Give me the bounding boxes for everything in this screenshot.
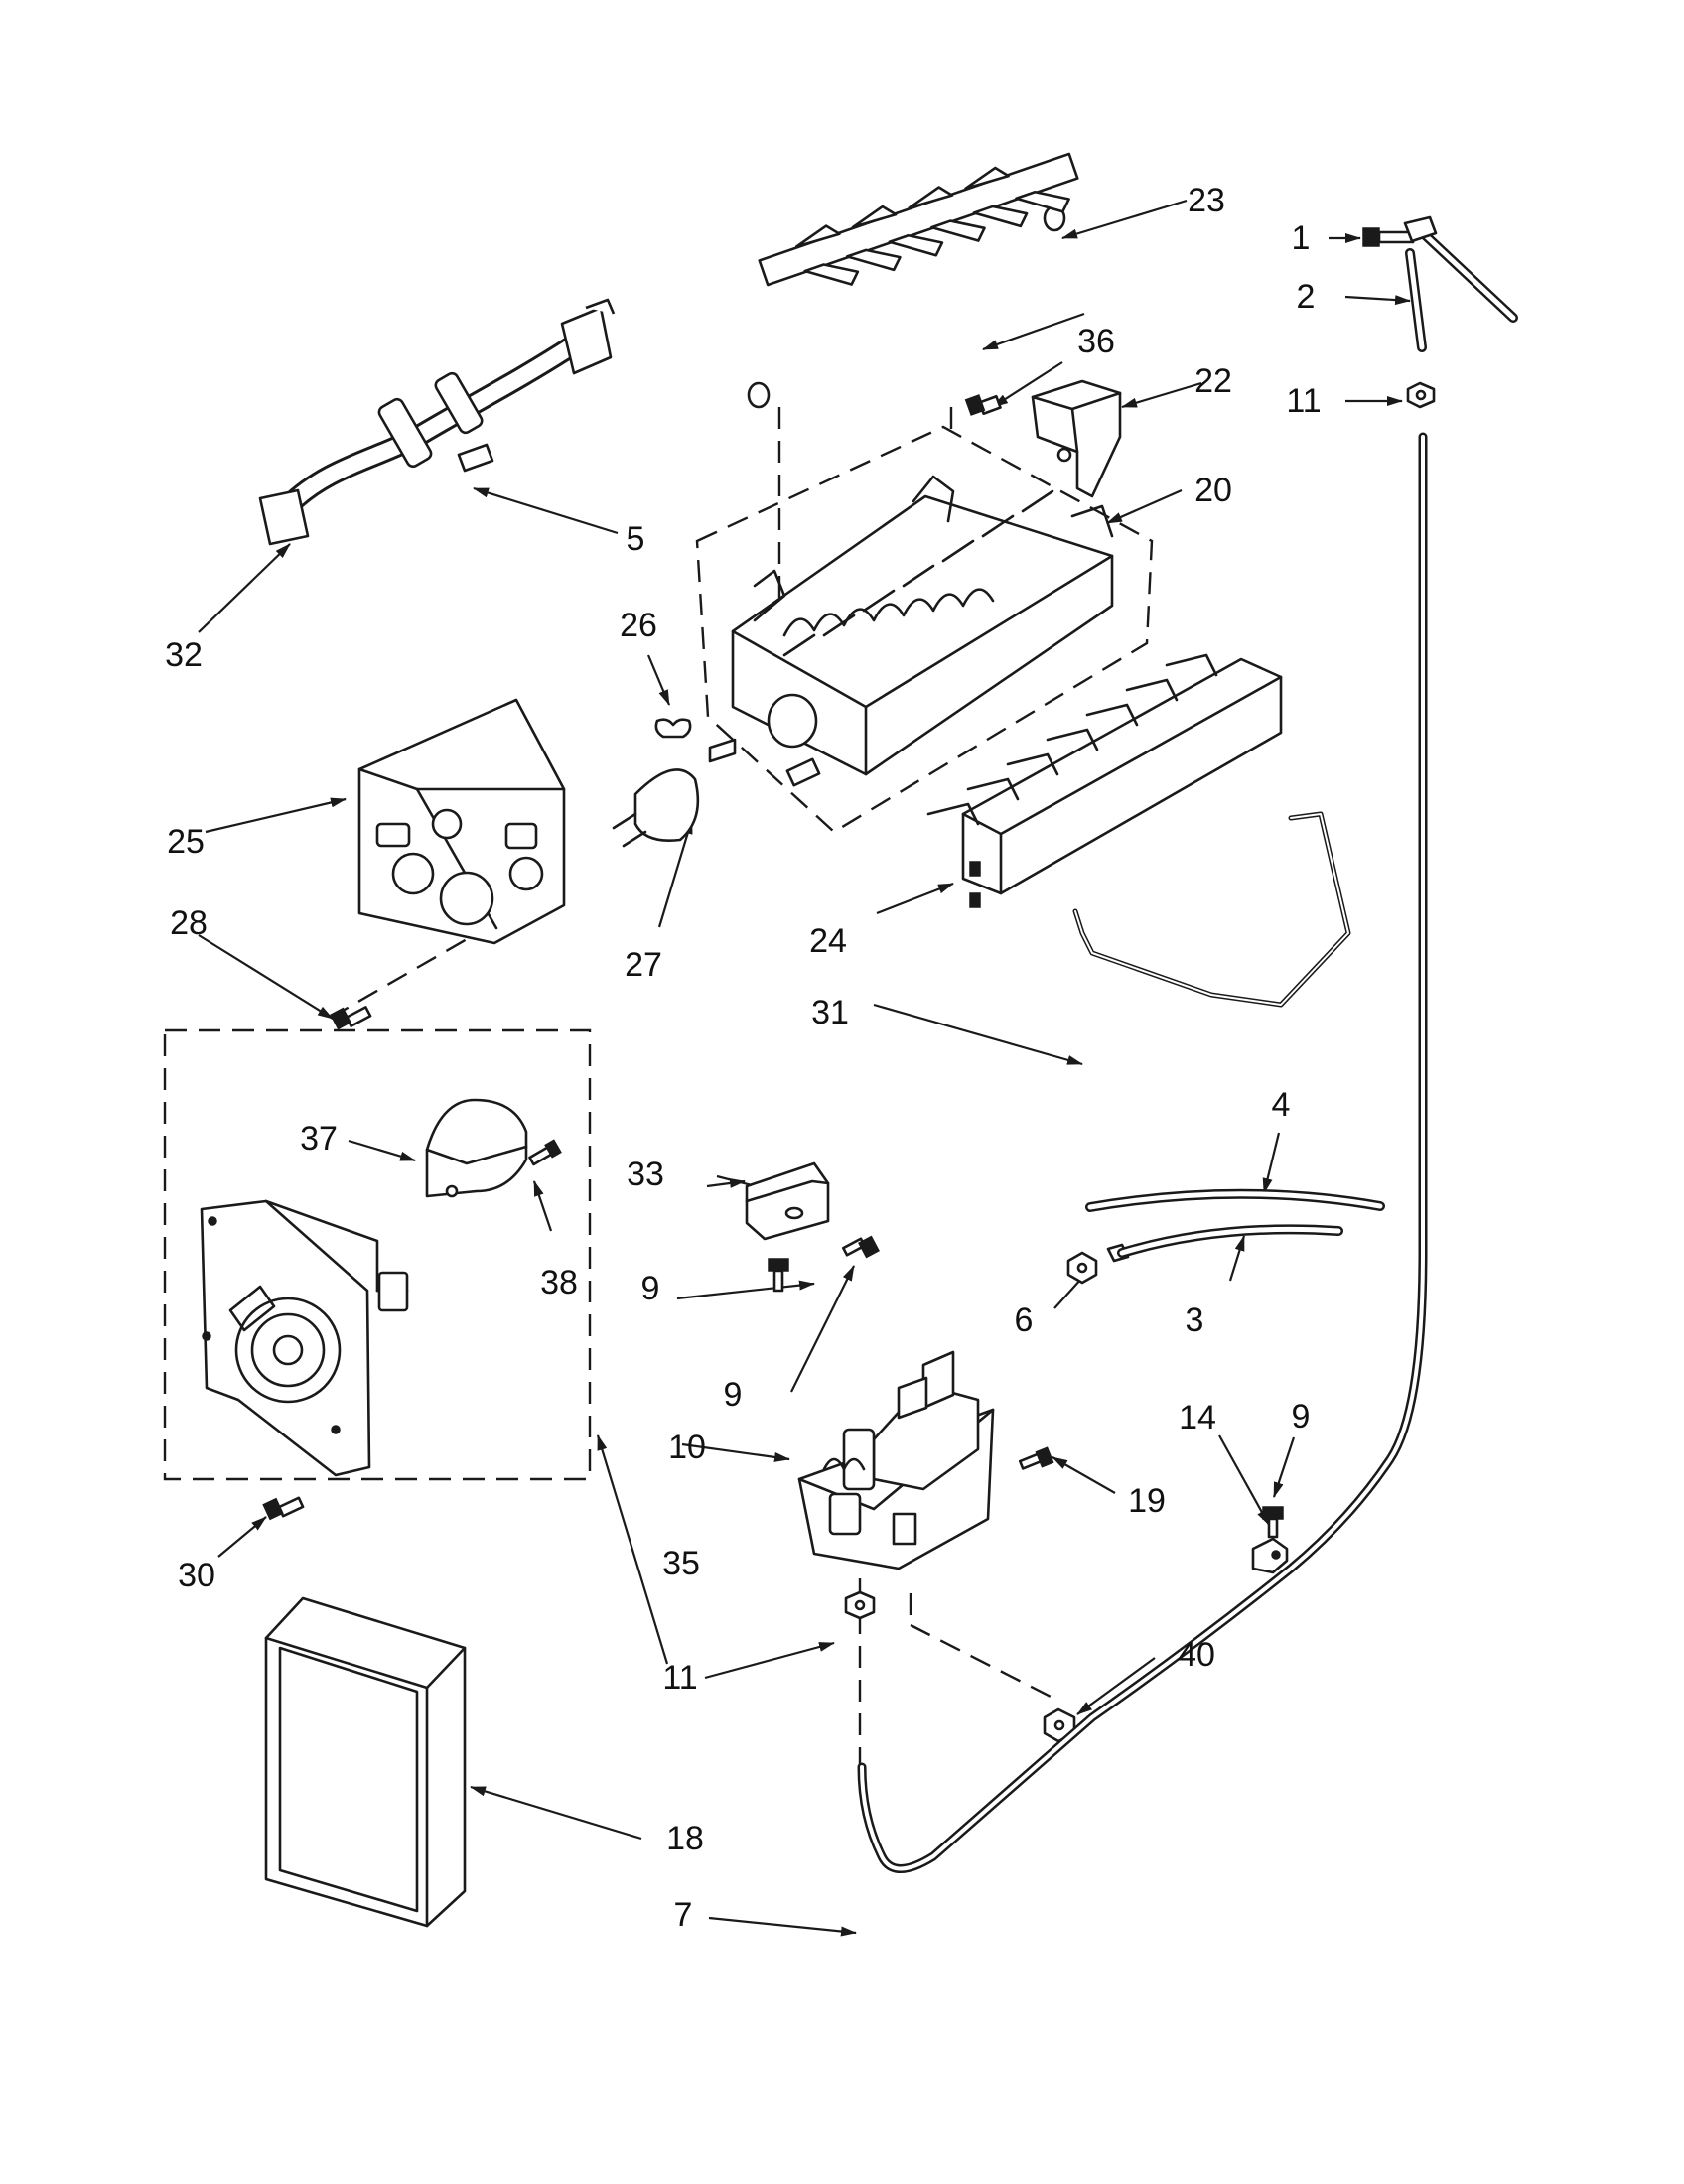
thermostat-part-27 bbox=[612, 768, 700, 848]
clip-part-5 bbox=[457, 443, 494, 473]
screw-part-9c bbox=[1262, 1506, 1284, 1539]
nut-part-11-bottom bbox=[844, 1590, 876, 1620]
callout-37: 37 bbox=[300, 1120, 338, 1158]
motor-part-37 bbox=[425, 1098, 528, 1198]
shutoff-arm-part-31 bbox=[1072, 811, 1351, 1008]
callout-11-bottom: 11 bbox=[662, 1659, 698, 1697]
assembly-dashed-lines bbox=[163, 407, 1154, 1767]
callout-32: 32 bbox=[165, 636, 203, 674]
ejector-part-23 bbox=[747, 152, 1079, 409]
callout-5: 5 bbox=[626, 520, 645, 558]
callout-9-center: 9 bbox=[723, 1376, 743, 1414]
control-module-part-35 bbox=[200, 1199, 409, 1477]
tube-part-4 bbox=[1085, 1188, 1385, 1212]
callout-14: 14 bbox=[1179, 1399, 1216, 1436]
callout-25: 25 bbox=[167, 823, 205, 861]
water-line-part-7 bbox=[857, 432, 1428, 1873]
callout-10: 10 bbox=[668, 1429, 706, 1466]
callout-3: 3 bbox=[1185, 1301, 1204, 1339]
callout-11-top: 11 bbox=[1286, 382, 1322, 420]
callout-9-right: 9 bbox=[1291, 1398, 1311, 1435]
nut-part-6 bbox=[1066, 1251, 1098, 1285]
callout-33: 33 bbox=[627, 1156, 664, 1193]
callout-30: 30 bbox=[178, 1557, 215, 1594]
screw-part-9b bbox=[841, 1235, 880, 1259]
callout-38: 38 bbox=[540, 1264, 578, 1301]
screw-part-38 bbox=[528, 1139, 562, 1166]
callout-4: 4 bbox=[1271, 1086, 1291, 1124]
callout-35: 35 bbox=[662, 1545, 700, 1582]
callout-6: 6 bbox=[1014, 1301, 1034, 1339]
screw-part-19 bbox=[1018, 1446, 1054, 1470]
cover-part-22 bbox=[1031, 379, 1122, 498]
screw-part-28 bbox=[330, 1006, 372, 1030]
callout-18: 18 bbox=[666, 1820, 704, 1857]
callout-1: 1 bbox=[1291, 219, 1311, 257]
callout-26: 26 bbox=[620, 607, 657, 644]
wire-harness-part-32 bbox=[258, 298, 616, 546]
callout-31: 31 bbox=[811, 994, 849, 1031]
callout-20: 20 bbox=[1194, 472, 1232, 509]
callout-7: 7 bbox=[673, 1896, 693, 1934]
bracket-part-33 bbox=[745, 1161, 830, 1241]
callout-23: 23 bbox=[1188, 182, 1225, 219]
screw-part-1 bbox=[1362, 227, 1415, 247]
tube-part-3 bbox=[1106, 1224, 1343, 1263]
housing-part-25 bbox=[357, 698, 566, 945]
callout-40: 40 bbox=[1178, 1636, 1215, 1674]
callout-27: 27 bbox=[625, 946, 662, 984]
callout-36: 36 bbox=[1077, 323, 1115, 360]
fill-tube-part-2 bbox=[1403, 215, 1518, 352]
callout-24: 24 bbox=[809, 922, 847, 960]
clip-part-14 bbox=[1251, 1537, 1289, 1574]
nut-part-11-top bbox=[1406, 381, 1436, 409]
screw-part-9a bbox=[768, 1258, 789, 1293]
callout-19: 19 bbox=[1128, 1482, 1166, 1520]
callout-28: 28 bbox=[170, 904, 208, 942]
screw-part-36 bbox=[964, 394, 1002, 416]
callout-9-left: 9 bbox=[640, 1270, 660, 1307]
callout-2: 2 bbox=[1296, 278, 1316, 316]
insulation-block-part-18 bbox=[264, 1596, 467, 1928]
stripper-part-24 bbox=[926, 653, 1283, 908]
water-valve-part-10 bbox=[797, 1350, 995, 1570]
screw-part-30 bbox=[262, 1496, 305, 1521]
clip-part-26 bbox=[654, 718, 692, 739]
mold-part-20 bbox=[708, 475, 1114, 787]
callout-22: 22 bbox=[1194, 362, 1232, 400]
